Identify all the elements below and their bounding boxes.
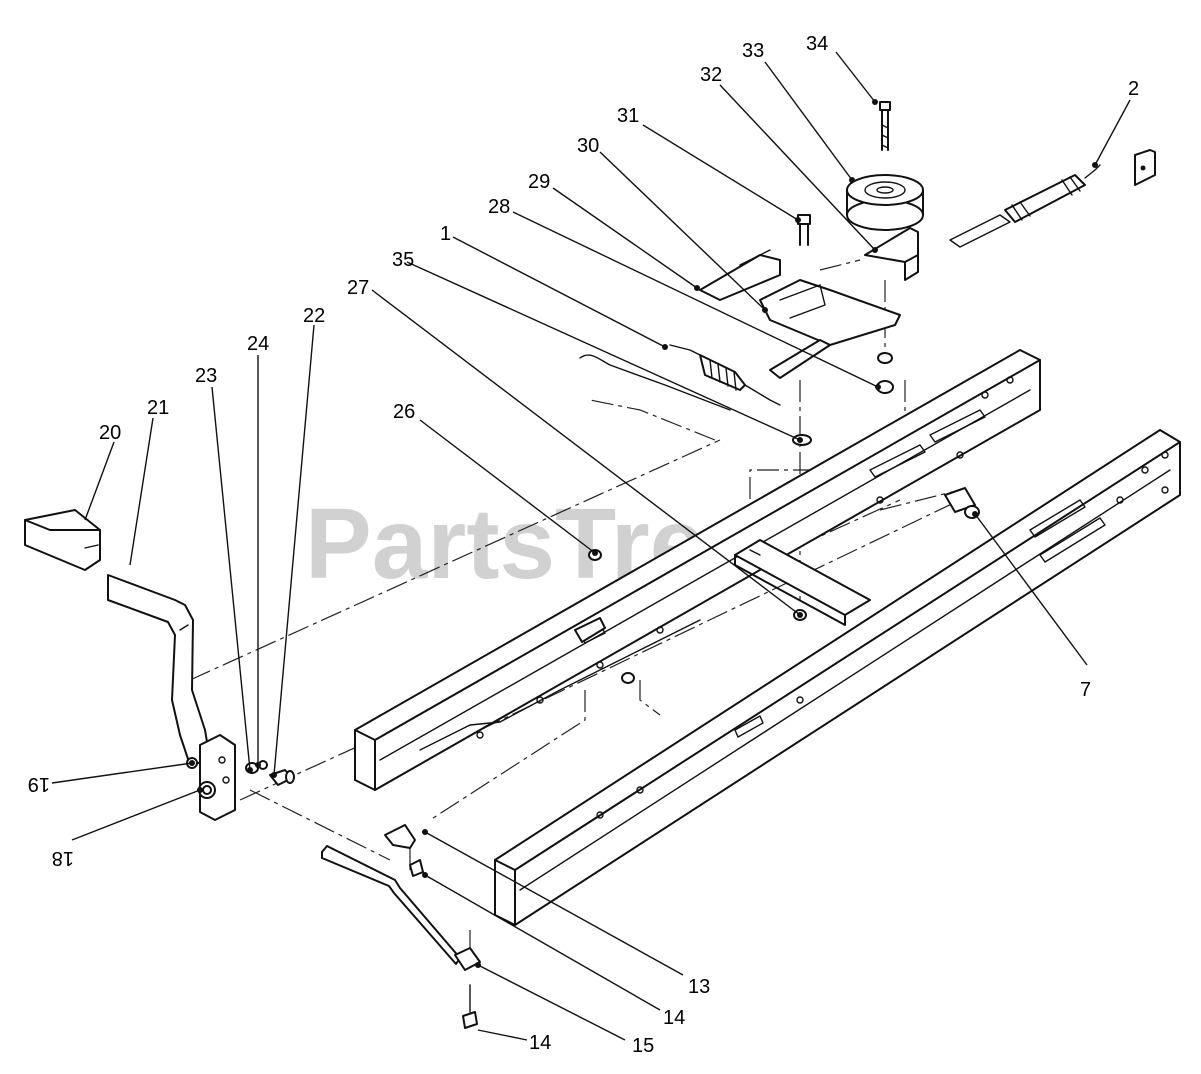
leader-lines: [51, 51, 1131, 1041]
callout-26: 26: [393, 401, 415, 423]
rod-clamp: [384, 824, 478, 1029]
pedal-hardware: [245, 760, 295, 786]
callout-31: 31: [617, 105, 639, 127]
brake-pedal: [107, 574, 211, 766]
callout-35: 35: [392, 249, 414, 271]
callout-28: 28: [488, 196, 510, 218]
idler-bracket-assembly: [699, 227, 919, 379]
callout-13: 13: [688, 976, 710, 998]
cross-member: [734, 539, 871, 626]
callout-29: 29: [528, 171, 550, 193]
spring-part-2: [949, 149, 1156, 248]
callout-24: 24: [247, 333, 269, 355]
idler-pulley: [846, 174, 924, 231]
callout-14a: 14: [663, 1007, 685, 1029]
callout-22: 22: [303, 305, 325, 327]
callout-34: 34: [806, 33, 828, 55]
callout-labels: 34 33 32 2 31 30 29 28 1 35 27 22 24 23 …: [28, 33, 1139, 1057]
callout-18: 18: [52, 847, 74, 869]
pivot-plate: [186, 734, 236, 821]
brake-rod: [321, 845, 481, 971]
callout-19: 19: [28, 773, 50, 795]
callout-27: 27: [347, 277, 369, 299]
spring-part: [579, 344, 781, 411]
pedal-pad: [24, 509, 101, 571]
callout-33: 33: [742, 40, 764, 62]
callout-30: 30: [577, 135, 599, 157]
callout-2: 2: [1128, 78, 1139, 100]
leader-dots: [189, 99, 1098, 968]
frame-fitting: [944, 487, 980, 519]
callout-32: 32: [700, 64, 722, 86]
rail-clip: [574, 617, 606, 643]
callout-23: 23: [195, 365, 217, 387]
callout-1: 1: [440, 223, 451, 245]
pulley-bolt: [879, 101, 891, 151]
callout-14b: 14: [529, 1032, 551, 1054]
callout-7: 7: [1080, 679, 1091, 701]
callout-15: 15: [632, 1035, 654, 1057]
callout-21: 21: [147, 397, 169, 419]
callout-20: 20: [99, 422, 121, 444]
upper-frame-rail: [354, 349, 1041, 791]
